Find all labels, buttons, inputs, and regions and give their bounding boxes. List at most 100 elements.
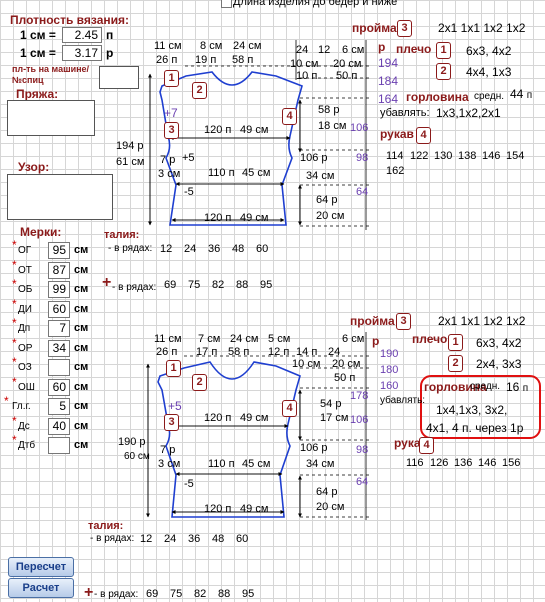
bot-ubavlyat-value1: 1x4,1x3, 3x2, — [436, 403, 508, 417]
measure-input-6[interactable]: 34 — [48, 339, 70, 357]
row-unit: р — [106, 46, 114, 60]
machine-label: пл-ть на машине/ — [12, 64, 90, 74]
plus-row-value: 88 — [218, 588, 231, 600]
bot-s7: 7 р — [160, 444, 176, 456]
bottom-dim-lines — [146, 332, 367, 520]
bot-marker-1: 1 — [166, 360, 181, 377]
measure-input-11[interactable] — [48, 437, 70, 454]
measure-unit: см — [74, 341, 89, 354]
sleeve-row-value: 146 — [478, 457, 497, 469]
top-cm-20b: 20 см — [316, 210, 345, 222]
plus-row-value: 75 — [188, 279, 201, 291]
top-w-120: 120 п — [204, 124, 232, 136]
row-density-input[interactable]: 3.17 — [62, 45, 102, 61]
measure-input-4[interactable]: 60 — [48, 300, 70, 318]
top-cm-11: 11 см — [154, 40, 182, 52]
calc-button[interactable]: Расчет — [8, 578, 74, 598]
bot-v-ryadah: - в рядах: — [90, 533, 135, 544]
bot-p-17: 17 п — [196, 346, 218, 358]
yarn-textarea[interactable] — [7, 100, 95, 136]
measure-input-7[interactable] — [48, 359, 70, 376]
top-v-ryadah-plus: - в рядах: — [112, 282, 157, 293]
measure-input-2[interactable]: 87 — [48, 261, 70, 279]
top-r-164: 164 — [378, 92, 399, 106]
top-marker-3: 3 — [164, 122, 179, 139]
measure-input-8[interactable]: 60 — [48, 378, 70, 396]
top-r-184: 184 — [378, 74, 399, 88]
waist-row-value: 60 — [236, 533, 249, 545]
required-star: * — [12, 316, 17, 330]
bot-p-58: 58 п — [228, 346, 250, 358]
waist-row-value: 12 — [140, 533, 153, 545]
bot-cm-20: 20 см — [332, 358, 361, 370]
required-star: * — [12, 413, 17, 428]
top-rukav-num: 4 — [416, 127, 431, 144]
measure-input-1[interactable]: 95 — [48, 242, 70, 259]
bot-rukav-num: 4 — [419, 437, 434, 454]
top-marker-2: 2 — [192, 82, 207, 99]
bot-cm-7: 7 см — [198, 333, 221, 345]
bot-r-160: 160 — [380, 380, 399, 392]
top-dim-lines — [148, 40, 367, 230]
measure-input-9[interactable]: 5 — [48, 398, 70, 415]
bot-r-106: 106 р — [300, 442, 328, 454]
top-r-64: 64 р — [316, 194, 338, 206]
machine-needle-input[interactable] — [99, 66, 139, 89]
bot-minus5: -5 — [184, 478, 194, 490]
bot-proyma-label: пройма — [350, 314, 395, 328]
bot-r-64: 64 р — [316, 486, 338, 498]
measure-input-3[interactable]: 99 — [48, 281, 70, 298]
length-checkbox[interactable] — [221, 0, 232, 8]
measure-unit: см — [74, 439, 89, 451]
density-one-cm-label: 1 см = — [20, 28, 56, 42]
stitch-density-input[interactable]: 2.45 — [62, 27, 102, 43]
top-r-label: р — [378, 40, 386, 54]
measure-code-6: ОР — [18, 342, 33, 354]
measure-unit: см — [74, 244, 89, 256]
measure-input-5[interactable]: 7 — [48, 320, 70, 337]
waist-row-value: 24 — [184, 243, 197, 255]
top-minus5: -5 — [184, 186, 194, 198]
recalc-button[interactable]: Пересчет — [8, 557, 74, 577]
bot-cm-11: 11 см — [154, 333, 182, 345]
top-plecho-1: 6x3, 4x2 — [466, 44, 512, 58]
bot-p-12: 12 п — [268, 346, 290, 358]
plus-row-value: 69 — [146, 588, 159, 600]
top-v-ryadah: - в рядах: — [108, 243, 153, 254]
measure-input-10[interactable]: 40 — [48, 417, 70, 435]
bot-plus-icon: + — [84, 584, 94, 601]
top-p-58: 58 п — [232, 54, 254, 66]
measure-unit: см — [74, 419, 89, 432]
bot-w-49: 49 см — [240, 412, 269, 424]
top-garment-outline — [159, 71, 303, 226]
top-s3: 3 см — [158, 168, 181, 180]
bot-cm-34: 34 см — [306, 458, 335, 470]
top-s7: 7 р — [160, 154, 176, 166]
measure-unit: см — [74, 283, 89, 295]
top-p-12: 12 — [318, 44, 331, 56]
bot-r-54: 54 р — [320, 398, 342, 410]
waist-row-value: 36 — [208, 243, 221, 255]
waist-row-value: 60 — [256, 243, 269, 255]
bot-w-120b: 120 п — [204, 503, 232, 515]
measure-code-8: ОШ — [18, 381, 35, 393]
bot-cm-5: 5 см — [268, 333, 291, 345]
bot-marker-2: 2 — [192, 374, 207, 391]
required-star: * — [12, 257, 17, 272]
top-ubavlyat-value: 1x3,1x2,2x1 — [436, 106, 501, 120]
top-ubavlyat-label: убавлять: — [380, 107, 430, 119]
bot-w-110: 110 п — [208, 458, 235, 470]
waist-row-value: 36 — [188, 533, 201, 545]
plus-row-value: 75 — [170, 588, 183, 600]
top-plecho-num1: 1 — [436, 42, 451, 59]
bot-ubavlyat-value2: 4x1, 4 п. через 1р — [426, 421, 524, 435]
top-proyma-num: 3 — [397, 20, 412, 37]
required-star: * — [12, 238, 17, 252]
bot-r-98: 98 — [356, 444, 369, 456]
top-w-110: 110 п — [208, 167, 235, 179]
pattern-textarea[interactable] — [7, 174, 113, 220]
top-plecho-2: 4x4, 1x3 — [466, 65, 512, 79]
bot-plecho-1: 6x3, 4x2 — [476, 336, 522, 350]
top-sredn-value: 44 п — [510, 87, 533, 101]
